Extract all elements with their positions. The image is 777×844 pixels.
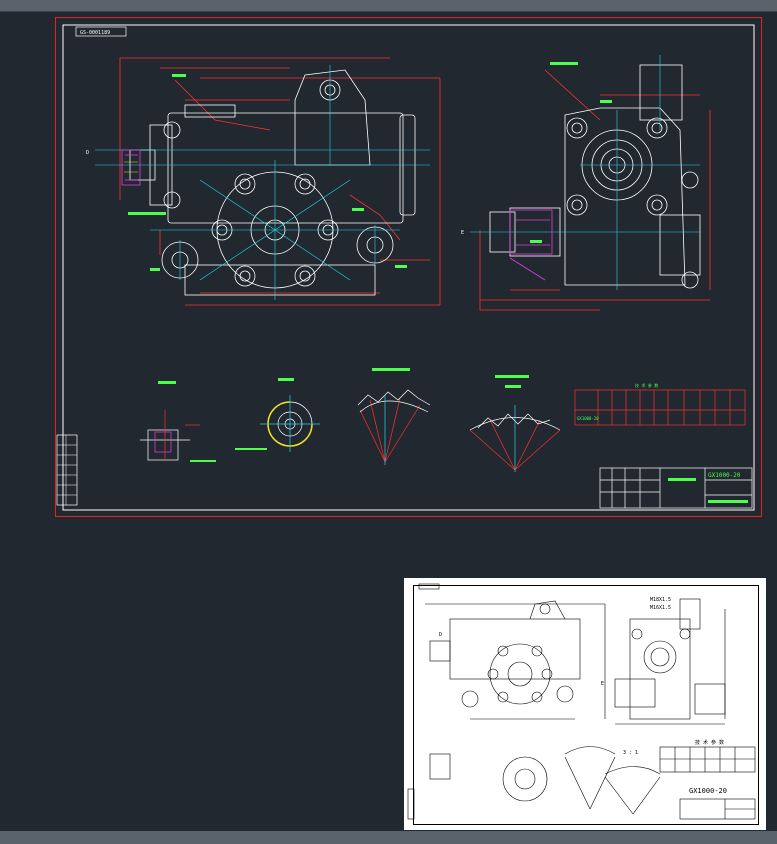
drawing-frame: [62, 24, 755, 511]
preview-note-left: M18X1.5: [650, 597, 671, 603]
front-view: D: [86, 57, 441, 306]
title-block: GX1000-20: [599, 467, 753, 509]
print-preview-thumbnail[interactable]: D E M18X1.5 M16X1.5 技 术 参 数 3 : 1 GX1000…: [404, 578, 766, 830]
title-part-number: GX1000-20: [708, 472, 741, 479]
table-row-model: GX1000-20: [577, 416, 599, 421]
preview-scale: 3 : 1: [623, 750, 638, 756]
status-bar: [0, 831, 777, 844]
drawing-code-text: GS-0001189: [80, 30, 110, 36]
table-header: 技 术 参 数: [635, 382, 658, 388]
preview-label-d: D: [439, 632, 442, 638]
drawing-code-box: GS-0001189: [75, 26, 127, 37]
preview-drawing: D E M18X1.5 M16X1.5 技 术 参 数 3 : 1 GX1000…: [407, 583, 756, 820]
left-revision-strip: [56, 434, 78, 506]
preview-frame: [413, 585, 759, 825]
side-view: E: [461, 55, 711, 311]
preview-part-number: GX1000-20: [689, 787, 727, 795]
app-titlebar: [0, 0, 777, 12]
drawing-sheet-border: [55, 17, 762, 517]
section-label-e: E: [461, 230, 464, 236]
preview-note-right: M16X1.5: [650, 605, 671, 611]
preview-table-header: 技 术 参 数: [695, 739, 724, 746]
section-label-d: D: [86, 150, 89, 156]
detail-views: [140, 368, 561, 472]
parameter-table: 技 术 参 数 GX1000-20: [574, 382, 746, 426]
preview-label-e: E: [601, 681, 604, 687]
